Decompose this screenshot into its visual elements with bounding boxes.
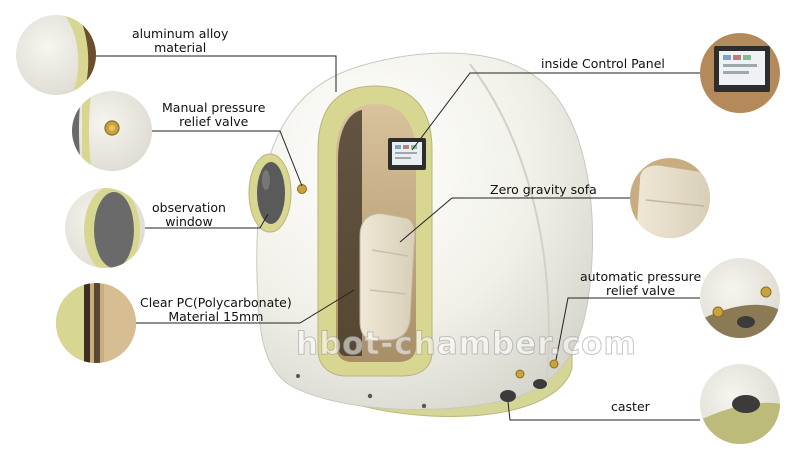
- detail-circle-manual-valve: [72, 91, 152, 171]
- detail-circle-aluminum: [16, 15, 96, 95]
- leader-line-sofa: [399, 197, 630, 243]
- label-auto-valve-line1: automatic pressure: [580, 269, 702, 284]
- label-observation-window: observation window: [152, 201, 226, 229]
- leader-line-clear-pc: [136, 289, 355, 324]
- leader-line-aluminum: [96, 55, 337, 92]
- label-zero-gravity-line1: Zero gravity sofa: [490, 182, 597, 197]
- leader-line-control-panel: [411, 72, 700, 151]
- label-auto-valve-line2: relief valve: [606, 283, 676, 298]
- leader-line-window: [145, 213, 269, 229]
- leader-line-auto-valve: [555, 297, 700, 361]
- label-clear-pc: Clear PC(Polycarbonate) Material 15mm: [140, 296, 292, 324]
- label-zero-gravity: Zero gravity sofa: [490, 183, 597, 197]
- label-aluminum-line2: material: [154, 40, 207, 55]
- detail-circle-auto-valve: [700, 258, 780, 338]
- leader-line-manual-valve: [152, 130, 303, 187]
- label-manual-valve: Manual pressure relief valve: [162, 101, 265, 129]
- watermark-text: hbot-chamber.com: [296, 326, 637, 363]
- label-window-line1: observation: [152, 200, 226, 215]
- leader-lines: [96, 55, 700, 421]
- label-window-line2: window: [165, 214, 213, 229]
- label-manual-valve-line2: relief valve: [179, 114, 249, 129]
- detail-circle-control-panel: [700, 33, 780, 113]
- detail-circle-caster: [700, 364, 780, 444]
- label-control-panel: inside Control Panel: [541, 57, 665, 71]
- label-caster-line1: caster: [611, 399, 650, 414]
- label-clear-pc-line1: Clear PC(Polycarbonate): [140, 295, 292, 310]
- label-automatic-valve: automatic pressure relief valve: [580, 270, 701, 298]
- label-manual-valve-line1: Manual pressure: [162, 100, 266, 115]
- detail-circle-window: [65, 188, 145, 268]
- hyperbaric-chamber: [248, 52, 594, 417]
- detail-circle-clear-pc: [56, 283, 136, 363]
- label-clear-pc-line2: Material 15mm: [168, 309, 264, 324]
- label-aluminum-line1: aluminum alloy: [132, 26, 229, 41]
- label-aluminum-alloy: aluminum alloy material: [132, 27, 228, 55]
- detail-circle-sofa: [630, 158, 710, 238]
- label-control-panel-line1: inside Control Panel: [541, 56, 665, 71]
- leader-line-caster: [507, 401, 700, 421]
- label-caster: caster: [611, 400, 650, 414]
